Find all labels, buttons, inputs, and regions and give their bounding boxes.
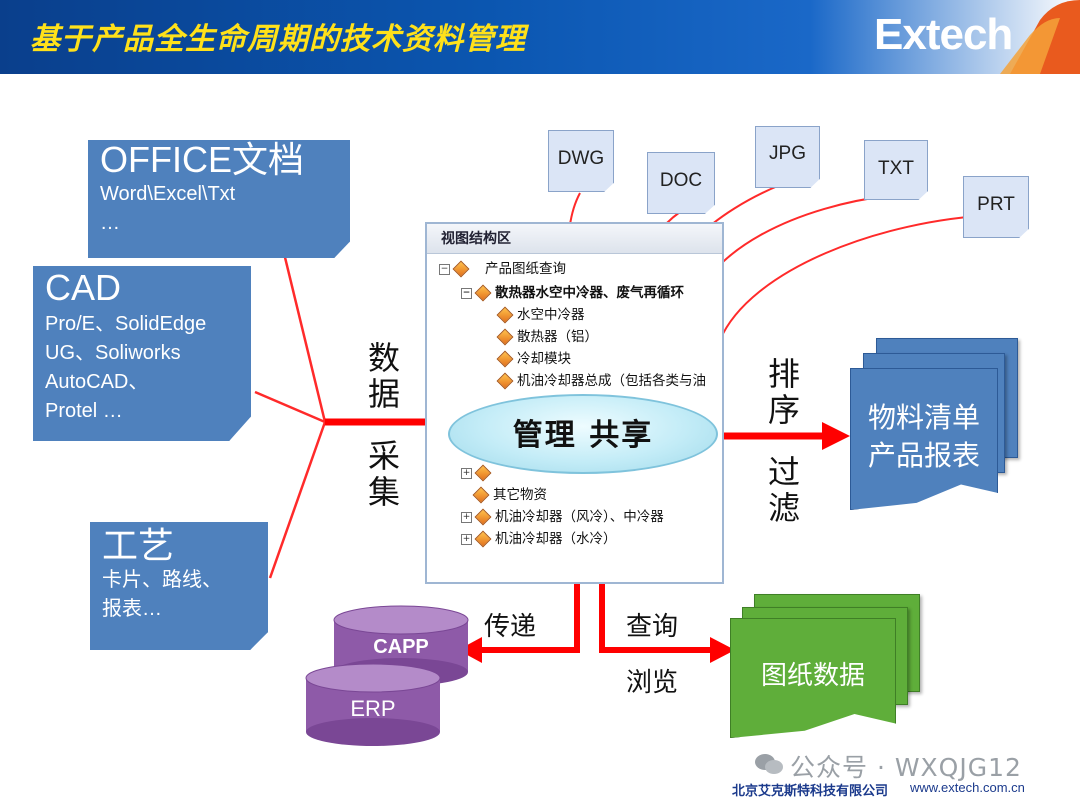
tree-node-label: 机油冷却器（水冷）: [495, 531, 617, 547]
tree-node-label: 机油冷却器总成（包括各类与油: [517, 373, 706, 389]
line-cad: [254, 390, 326, 424]
sort-label: 排 序 过 滤: [766, 356, 802, 526]
transfer-label: 传递: [484, 612, 537, 642]
node-icon: [474, 530, 492, 548]
query-arrow-head: [710, 637, 735, 663]
sort-char: 排: [767, 355, 800, 393]
source-line: 报表…: [102, 598, 162, 620]
file-tag-dwg: DWG: [548, 130, 614, 192]
drawings-label: 图纸数据: [760, 661, 865, 691]
query-label: 查询: [626, 612, 679, 642]
center-ellipse: [448, 394, 718, 474]
collect-char: 采: [367, 437, 400, 475]
source-title: CAD: [45, 267, 122, 308]
sort-arrow-head: [822, 422, 850, 450]
file-tag-jpg: JPG: [755, 126, 820, 188]
expand-icon[interactable]: +: [461, 533, 472, 545]
collect-char: 据: [367, 375, 400, 413]
transfer-arrow-shaft: [480, 558, 580, 653]
transfer-arrow-head: [458, 637, 482, 663]
tree-node-label: 机油冷却器（风冷）、中冷器: [495, 509, 664, 525]
report-line: 产品报表: [867, 439, 980, 472]
capp-cylinder-top: [333, 605, 469, 635]
extech-logo: Extech: [874, 10, 1013, 59]
source-line: Protel …: [45, 400, 123, 422]
report-page-front: 物料清单 产品报表: [850, 368, 998, 510]
wechat-icon: [755, 754, 783, 774]
node-icon: [496, 328, 514, 346]
erp-label: ERP: [350, 696, 396, 721]
watermark: 公众号 · WXQJG12: [790, 753, 1022, 782]
sort-char: 过: [767, 453, 800, 491]
collect-gap: [366, 412, 402, 438]
page-title: 基于产品全生命周期的技术资料管理: [30, 22, 526, 57]
source-line: Pro/E、SolidEdge: [45, 313, 207, 335]
tree-node-label: 散热器水空中冷器、废气再循环: [495, 285, 684, 301]
sort-gap: [766, 428, 802, 454]
line-craft: [268, 421, 327, 579]
source-title: 工艺: [102, 525, 175, 566]
sort-char: 序: [767, 391, 800, 429]
tree-header: 视图结构区: [427, 224, 722, 254]
tree-node[interactable]: +: [461, 462, 495, 484]
node-icon: [472, 486, 490, 504]
file-tag-doc: DOC: [647, 152, 715, 214]
capp-label: CAPP: [373, 636, 429, 658]
erp-cylinder-bottom: [306, 718, 440, 746]
node-icon: [496, 372, 514, 390]
tree-node[interactable]: 其它物资: [472, 484, 547, 506]
source-line: Word\Excel\Txt: [100, 183, 236, 205]
tree-node-label: 其它物资: [493, 487, 547, 503]
node-icon: [474, 464, 492, 482]
collapse-icon[interactable]: −: [439, 263, 450, 275]
tree-node[interactable]: 机油冷却器总成（包括各类与油: [496, 370, 706, 392]
header-bar: [0, 0, 1080, 74]
line-office: [280, 244, 327, 423]
file-tag-txt: TXT: [864, 140, 928, 200]
source-line: …: [100, 212, 120, 234]
file-tag-prt: PRT: [963, 176, 1029, 238]
source-line: UG、Soliworks: [45, 342, 181, 364]
erp-cylinder-top: [305, 663, 441, 693]
source-line: 卡片、路线、: [102, 569, 222, 591]
browse-label: 浏览: [626, 668, 679, 698]
tree-node[interactable]: 散热器（铝）: [496, 326, 598, 348]
tree-node[interactable]: 水空中冷器: [496, 304, 585, 326]
tree-node[interactable]: − 产品图纸查询: [439, 258, 566, 280]
sort-char: 滤: [767, 489, 800, 527]
tree-node[interactable]: + 机油冷却器（水冷）: [461, 528, 617, 550]
database-cylinders: [305, 605, 469, 746]
tree-node-label: 散热器（铝）: [517, 329, 598, 345]
tree-node[interactable]: + 机油冷却器（风冷）、中冷器: [461, 506, 664, 528]
source-box-cad: CAD Pro/E、SolidEdge UG、Soliworks AutoCAD…: [33, 266, 251, 441]
expand-icon[interactable]: +: [461, 467, 472, 479]
tree-node-label: 产品图纸查询: [485, 261, 566, 277]
source-line: AutoCAD、: [45, 371, 149, 393]
center-label: 管理 共享: [512, 418, 654, 453]
footer-company: 北京艾克斯特科技有限公司: [732, 784, 889, 799]
tree-node-label: 冷却模块: [517, 351, 571, 367]
query-arrow-shaft: [599, 558, 712, 653]
source-box-office: OFFICE文档 Word\Excel\Txt …: [88, 140, 350, 258]
logo-swoosh: [1000, 0, 1080, 74]
footer-url: www.extech.com.cn: [910, 780, 1025, 795]
expand-icon[interactable]: +: [461, 511, 472, 523]
collapse-icon[interactable]: −: [461, 287, 472, 299]
tree-node[interactable]: 冷却模块: [496, 348, 571, 370]
collect-char: 集: [367, 473, 400, 511]
collect-label: 数 据 采 集: [366, 340, 402, 510]
node-icon: [452, 260, 470, 278]
source-box-craft: 工艺 卡片、路线、 报表…: [90, 522, 268, 650]
node-icon: [474, 284, 492, 302]
node-icon: [496, 306, 514, 324]
tree-node[interactable]: − 散热器水空中冷器、废气再循环: [461, 282, 684, 304]
report-line: 物料清单: [867, 401, 980, 434]
node-icon: [474, 508, 492, 526]
collect-char: 数: [367, 339, 400, 377]
source-title: OFFICE文档: [100, 139, 304, 180]
node-icon: [496, 350, 514, 368]
tree-node-label: 水空中冷器: [517, 307, 585, 323]
